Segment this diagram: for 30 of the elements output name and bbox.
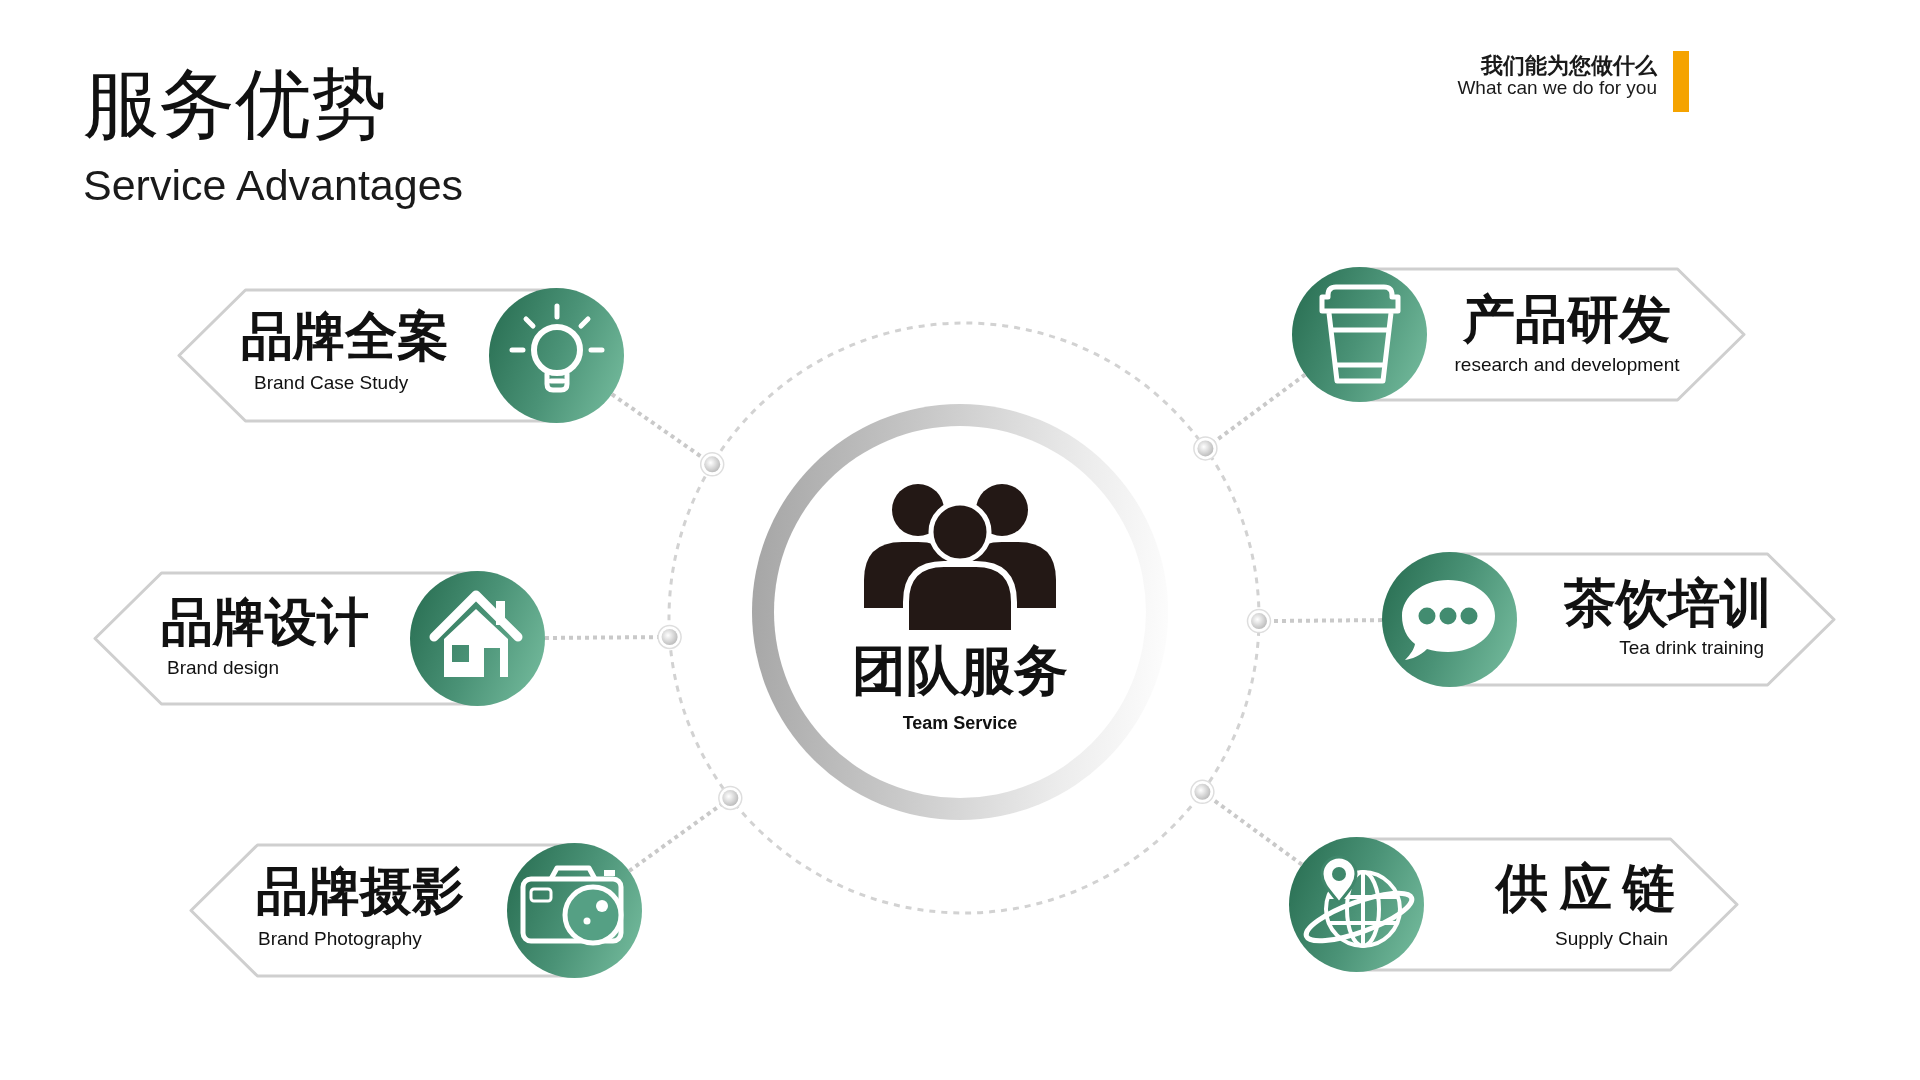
dotted-connector: [1193, 373, 1307, 461]
tagline: 我们能为您做什么: [1481, 55, 1657, 77]
service-name-english: Brand Photography: [258, 929, 422, 950]
service-name: 供应链: [1496, 862, 1687, 914]
service-name-english: Brand Case Study: [254, 373, 409, 394]
dotted-connector: [1190, 779, 1304, 867]
tagline-english: What can we do for you: [1457, 78, 1657, 99]
arrow-tag: [1382, 552, 1836, 687]
hub-subtitle: Team Service: [902, 714, 1018, 734]
arrow-tag: [1289, 837, 1739, 972]
hub-title: 团队服务: [852, 644, 1068, 698]
service-name-english: research and development: [1454, 355, 1680, 376]
service-name-english: Brand design: [167, 658, 279, 679]
arrow-tag: [189, 843, 642, 978]
service-name: 茶饮培训: [1564, 577, 1772, 629]
dotted-connector: [628, 785, 743, 873]
dotted-connector: [1246, 608, 1382, 634]
service-name-english: Tea drink training: [1619, 638, 1764, 659]
service-name: 品牌设计: [161, 596, 369, 648]
arrow-tag: [93, 571, 545, 706]
service-name-english: Supply Chain: [1554, 929, 1668, 950]
service-name: 品牌摄影: [256, 865, 464, 917]
dashed-ring: [667, 321, 1261, 915]
arrow-tag: [177, 288, 624, 423]
service-name: 产品研发: [1463, 293, 1671, 345]
page-title: 服务优势: [83, 66, 387, 142]
service-name: 品牌全案: [241, 310, 449, 362]
page-subtitle: Service Advantages: [83, 162, 464, 210]
arrow-tag: [1292, 267, 1746, 402]
dotted-connector: [545, 624, 682, 650]
